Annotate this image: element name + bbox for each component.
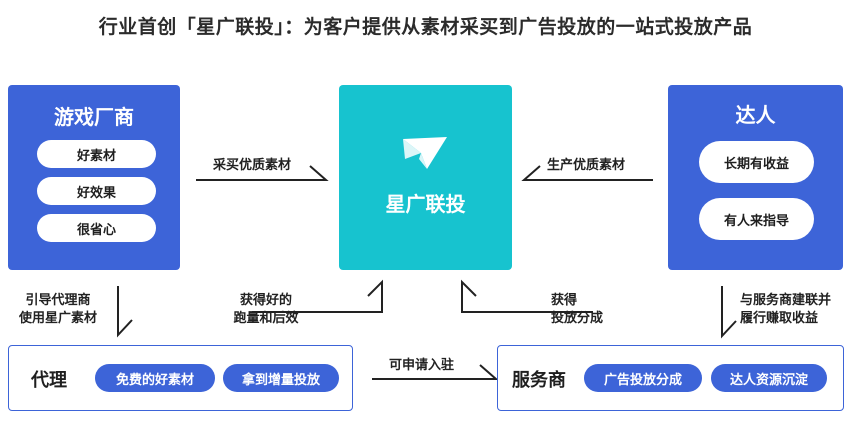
- service-provider-item-1: 广告投放分成: [584, 364, 702, 392]
- edge-label-vendor-to-center: 采买优质素材: [213, 158, 292, 173]
- edge-label-center-to-agency: 获得好的 跑量和后效: [216, 292, 316, 328]
- talent-title: 达人: [735, 103, 776, 127]
- center-title: 星广联投: [385, 192, 466, 216]
- edge-label-talent-to-provider-line1: 与服务商建联并: [740, 293, 832, 308]
- edge-label-provider-to-center-line2: 投放分成: [551, 311, 604, 326]
- game-vendor-item-3: 很省心: [37, 214, 156, 242]
- agency-box: 代理 免费的好素材 拿到增量投放: [8, 345, 353, 411]
- edge-label-center-to-agency-line2: 跑量和后效: [233, 311, 299, 326]
- service-provider-box: 服务商 广告投放分成 达人资源沉淀: [497, 345, 844, 411]
- game-vendor-box: 游戏厂商 好素材 好效果 很省心: [8, 85, 180, 270]
- edge-label-vendor-to-agency: 引导代理商 使用星广素材: [10, 292, 106, 328]
- talent-box: 达人 长期有收益 有人来指导: [668, 85, 843, 270]
- arrow-talent-to-provider: [721, 286, 737, 339]
- arrow-agency-to-provider: [372, 364, 499, 380]
- paper-plane-icon: [399, 135, 451, 175]
- edge-label-agency-to-provider: 可申请入驻: [389, 358, 455, 373]
- edge-label-talent-to-center: 生产优质素材: [547, 158, 626, 173]
- game-vendor-item-1: 好素材: [37, 140, 156, 168]
- edge-label-center-to-agency-line1: 获得好的: [239, 293, 292, 308]
- arrow-vendor-to-agency: [117, 286, 133, 338]
- agency-item-2: 拿到增量投放: [223, 364, 339, 392]
- service-provider-item-2: 达人资源沉淀: [711, 364, 827, 392]
- talent-item-1: 长期有收益: [699, 141, 814, 183]
- agency-item-1: 免费的好素材: [95, 364, 215, 392]
- page-title: 行业首创「星广联投」：为客户提供从素材采买到广告投放的一站式投放产品: [98, 16, 753, 38]
- service-provider-title: 服务商: [512, 370, 566, 391]
- edge-label-provider-to-center: 获得 投放分成: [551, 292, 603, 328]
- agency-title: 代理: [31, 370, 67, 391]
- game-vendor-title: 游戏厂商: [54, 105, 134, 129]
- arrow-provider-to-center: [461, 279, 593, 313]
- edge-label-talent-to-provider-line2: 履行赚取收益: [740, 311, 819, 326]
- arrow-talent-to-center: [521, 165, 653, 181]
- game-vendor-item-2: 好效果: [37, 177, 156, 205]
- arrow-vendor-to-center: [196, 165, 329, 181]
- center-product-box: 星广联投: [339, 85, 512, 270]
- edge-label-vendor-to-agency-line1: 引导代理商: [25, 293, 91, 308]
- talent-item-2: 有人来指导: [699, 198, 814, 240]
- edge-label-provider-to-center-line1: 获得: [551, 293, 578, 308]
- edge-label-vendor-to-agency-line2: 使用星广素材: [18, 311, 97, 326]
- arrow-center-to-agency: [252, 279, 383, 313]
- edge-label-talent-to-provider: 与服务商建联并 履行赚取收益: [740, 292, 831, 328]
